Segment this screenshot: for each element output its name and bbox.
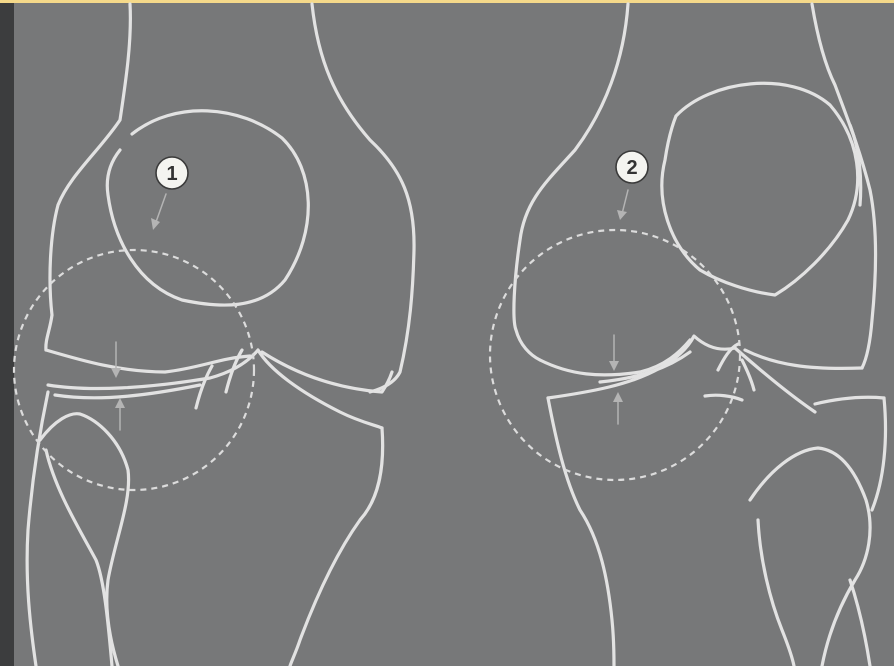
label-badge-1-text: 1 — [166, 163, 177, 185]
label-badge-1: 1 — [156, 157, 188, 189]
diagram-background — [0, 3, 894, 666]
label-badge-2-text: 2 — [626, 157, 637, 179]
left-edge-shadow — [0, 3, 14, 666]
label-badge-2: 2 — [616, 151, 648, 183]
